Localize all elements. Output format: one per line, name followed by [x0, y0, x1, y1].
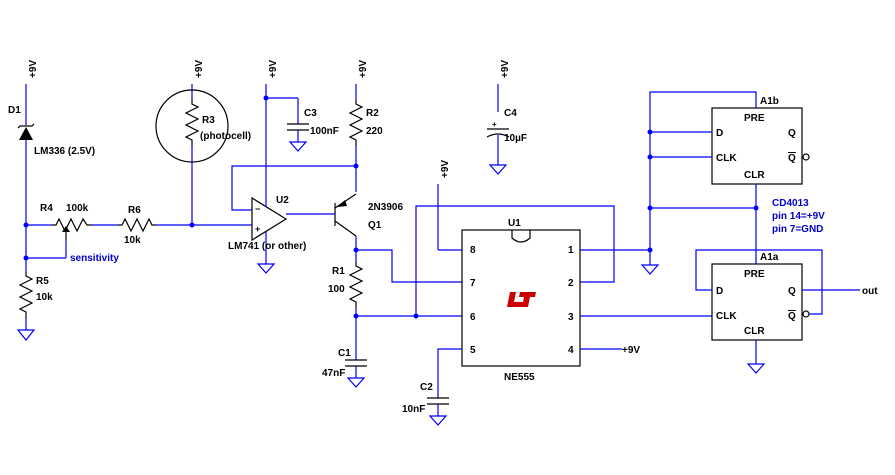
a1b-ref: A1b — [760, 96, 779, 107]
cd4013-note: CD4013 pin 14=+9V pin 7=GND — [772, 198, 825, 235]
pin4-supply-label: +9V — [622, 345, 640, 356]
c3-ref: C3 — [304, 108, 317, 119]
d1-ref: D1 — [8, 105, 21, 116]
resistor-r1: R1 100 — [328, 250, 364, 316]
opamp-plus: + — [255, 224, 260, 234]
q1-ref: Q1 — [368, 220, 382, 231]
output-label: out — [862, 286, 878, 297]
resistor-r5: R5 10k — [18, 272, 53, 330]
r5-value: 10k — [36, 292, 53, 303]
r2-ref: R2 — [366, 108, 379, 119]
r1-ref: R1 — [332, 266, 345, 277]
supply-label: +9V — [194, 60, 205, 78]
capacitor-c3: C3 100nF — [263, 95, 339, 152]
a1b-qbar: Q — [788, 153, 796, 164]
c2-ref: C2 — [420, 382, 433, 393]
opamp-minus: − — [255, 204, 260, 214]
q1-value: 2N3906 — [368, 202, 403, 213]
a1a-clr: CLR — [744, 326, 765, 337]
capacitor-c2: C2 10nF — [402, 382, 449, 426]
c1-ref: C1 — [338, 348, 351, 359]
a1b-clr: CLR — [744, 170, 765, 181]
r3-ref: R3 — [202, 115, 215, 126]
resistor-r6: R6 10k — [118, 205, 192, 246]
supply-label: +9V — [358, 60, 369, 78]
c4-ref: C4 — [504, 108, 517, 119]
ground-r5 — [16, 329, 36, 341]
r2-value: 220 — [366, 126, 383, 137]
c1-value: 47nF — [322, 368, 345, 379]
supply-label: +9V — [440, 160, 451, 178]
a1b-clk: CLK — [716, 153, 737, 164]
r4-sensitivity-label: sensitivity — [70, 253, 119, 264]
d1-value: LM336 (2.5V) — [34, 146, 95, 157]
supply-d1: +9V — [25, 60, 39, 120]
pin-8: 8 — [470, 245, 476, 256]
flipflop-a1b: PRE CLR D CLK Q Q A1b — [711, 96, 810, 185]
c3-value: 100nF — [310, 126, 339, 137]
pin-4: 4 — [568, 345, 574, 356]
transistor-q1: 2N3906 Q1 — [334, 193, 403, 250]
supply-label: +9V — [28, 60, 39, 78]
u1-value: NE555 — [504, 372, 535, 383]
supply-label: +9V — [500, 60, 511, 78]
r1-value: 100 — [328, 284, 345, 295]
c4-polarity: + — [492, 120, 497, 129]
a1b-d: D — [716, 128, 723, 139]
supply-u1-pin8: +9V — [437, 160, 451, 250]
u2-ref: U2 — [276, 195, 289, 206]
flipflop-a1a: PRE CLR D CLK Q Q A1a — [711, 252, 810, 341]
a1a-pre: PRE — [744, 269, 765, 280]
c4-value: 10µF — [504, 133, 527, 144]
note-line2: pin 14=+9V — [772, 211, 825, 222]
r3-value: (photocell) — [200, 131, 251, 142]
a1a-clk: CLK — [716, 311, 737, 322]
supply-label: +9V — [268, 60, 279, 78]
pin-1: 1 — [568, 245, 574, 256]
supply-r3: +9V — [191, 60, 205, 100]
pin-6: 6 — [470, 312, 476, 323]
c2-value: 10nF — [402, 404, 425, 415]
a1a-ref: A1a — [760, 252, 779, 263]
r6-value: 10k — [124, 235, 141, 246]
zener-d1: D1 LM336 (2.5V) — [8, 105, 95, 225]
a1a-d: D — [716, 286, 723, 297]
pin-7: 7 — [470, 278, 476, 289]
resistor-r2: R2 220 — [348, 100, 383, 192]
opamp-u2: − + U2 LM741 (or other) — [228, 195, 335, 274]
note-line1: CD4013 — [772, 198, 809, 209]
u1-ref: U1 — [508, 218, 521, 229]
r4-value: 100k — [66, 203, 89, 214]
a1b-pre: PRE — [744, 113, 765, 124]
pin-2: 2 — [568, 278, 574, 289]
r5-ref: R5 — [36, 276, 49, 287]
pin-3: 3 — [568, 312, 574, 323]
a1a-q: Q — [788, 286, 796, 297]
capacitor-c4: + C4 10µF — [486, 108, 527, 175]
pin-5: 5 — [470, 345, 476, 356]
r4-ref: R4 — [40, 203, 53, 214]
a1a-qbar: Q — [788, 311, 796, 322]
r6-ref: R6 — [128, 205, 141, 216]
a1b-q: Q — [788, 128, 796, 139]
ic-ne555-u1: U1 NE555 8 7 6 5 1 2 3 4 — [461, 218, 581, 383]
capacitor-c1: C1 47nF — [322, 316, 367, 388]
u2-value: LM741 (or other) — [228, 241, 306, 252]
supply-c3: +9V — [265, 60, 279, 198]
photocell-r3: R3 (photocell) — [155, 89, 251, 225]
supply-r2: +9V — [355, 60, 369, 100]
note-line3: pin 7=GND — [772, 224, 823, 235]
potentiometer-r4: R4 100k sensitivity — [26, 203, 119, 264]
supply-c4: +9V — [497, 60, 511, 112]
